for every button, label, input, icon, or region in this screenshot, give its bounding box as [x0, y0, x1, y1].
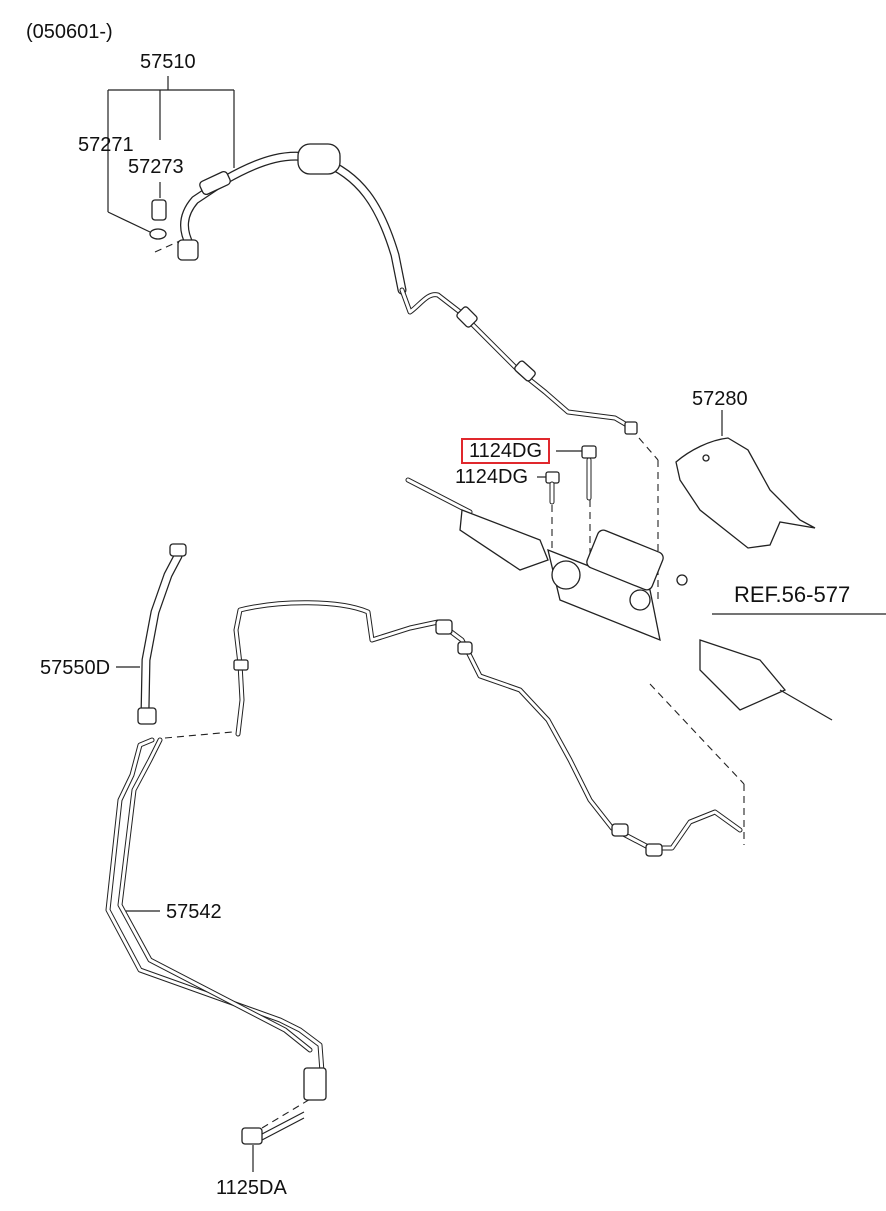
- date-code-label: (050601-): [26, 21, 113, 43]
- return-hose-57550d: [137, 543, 187, 725]
- return-pipe-57542: [105, 600, 743, 1101]
- part-label-57271[interactable]: 57271: [78, 134, 134, 156]
- part-label-57273[interactable]: 57273: [128, 156, 184, 178]
- dashed-connections: [154, 239, 745, 1129]
- bolt-1125da: [241, 1111, 305, 1145]
- bolts-1124dg: [545, 445, 597, 505]
- part-label-57550d[interactable]: 57550D: [40, 657, 111, 679]
- part-label-1125da[interactable]: 1125DA: [216, 1177, 287, 1199]
- reference-label[interactable]: REF.56-577: [734, 582, 851, 607]
- part-label-57280[interactable]: 57280: [692, 388, 748, 410]
- part-label-1124dg-highlighted[interactable]: 1124DG: [461, 438, 551, 464]
- pressure-hose-57510: [177, 143, 638, 435]
- leader-lines: [107, 76, 886, 1172]
- part-label-57542[interactable]: 57542: [166, 901, 222, 923]
- fittings-57271-57273: [149, 199, 167, 240]
- steering-gear-rack: [405, 477, 833, 721]
- heat-protector-57280: [675, 437, 816, 549]
- part-label-57510[interactable]: 57510: [140, 51, 196, 73]
- part-label-1124dg[interactable]: 1124DG: [455, 466, 529, 488]
